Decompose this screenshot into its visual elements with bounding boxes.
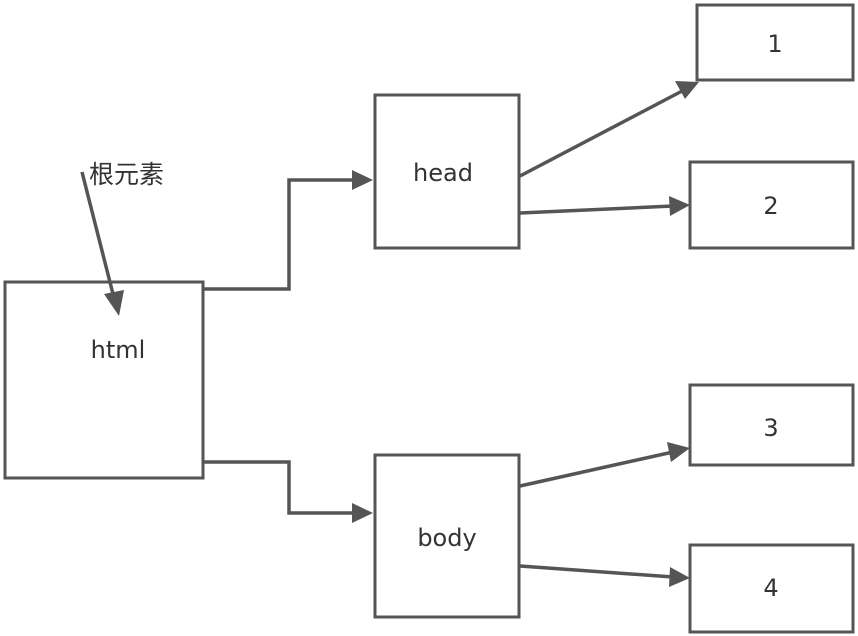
connector-body-4 [519,564,690,587]
node-child-4: 4 [688,543,855,634]
node-html-box [3,280,205,480]
connector-body-4-arrowhead [669,567,690,587]
root-element-label: 根元素 [89,160,164,189]
node-head-label: head [413,159,473,187]
connector-html-head-arrowhead [352,170,373,190]
root-element-pointer-line [80,171,116,299]
connector-head-2-line [519,204,674,215]
connector-body-3 [519,442,690,488]
connector-head-1-line [519,88,685,178]
connector-html-body-line [203,460,356,515]
node-child-3-box [688,383,855,467]
node-child-4-label: 4 [763,574,778,602]
connector-head-1 [519,81,699,178]
connector-html-body [203,460,373,523]
connector-body-3-arrowhead [667,442,690,462]
connector-html-head-line [203,178,356,291]
node-child-3-label: 3 [763,414,778,442]
node-body-box [373,453,521,619]
connector-html-head [203,170,373,291]
node-html-label: html [91,336,146,364]
connector-html-body-arrowhead [352,503,373,523]
node-child-1-box [695,3,855,82]
node-child-2-box [688,160,855,250]
node-child-1: 1 [695,3,855,82]
root-element-annotation: 根元素 [80,160,164,316]
node-body-label: body [417,524,476,552]
node-child-1-label: 1 [767,30,782,58]
node-child-3: 3 [688,383,855,467]
connector-body-3-line [519,450,674,488]
root-element-pointer-arrowhead [104,290,124,316]
connector-head-2-arrowhead [669,196,690,216]
node-body: body [373,453,521,619]
node-child-4-box [688,543,855,634]
connector-head-1-arrowhead [675,81,699,99]
node-html: html [3,280,205,480]
node-child-2-label: 2 [763,192,778,220]
node-head-box [373,93,521,250]
connector-head-2 [519,196,690,216]
node-head: head [373,93,521,250]
connector-body-4-line [519,564,674,579]
node-child-2: 2 [688,160,855,250]
